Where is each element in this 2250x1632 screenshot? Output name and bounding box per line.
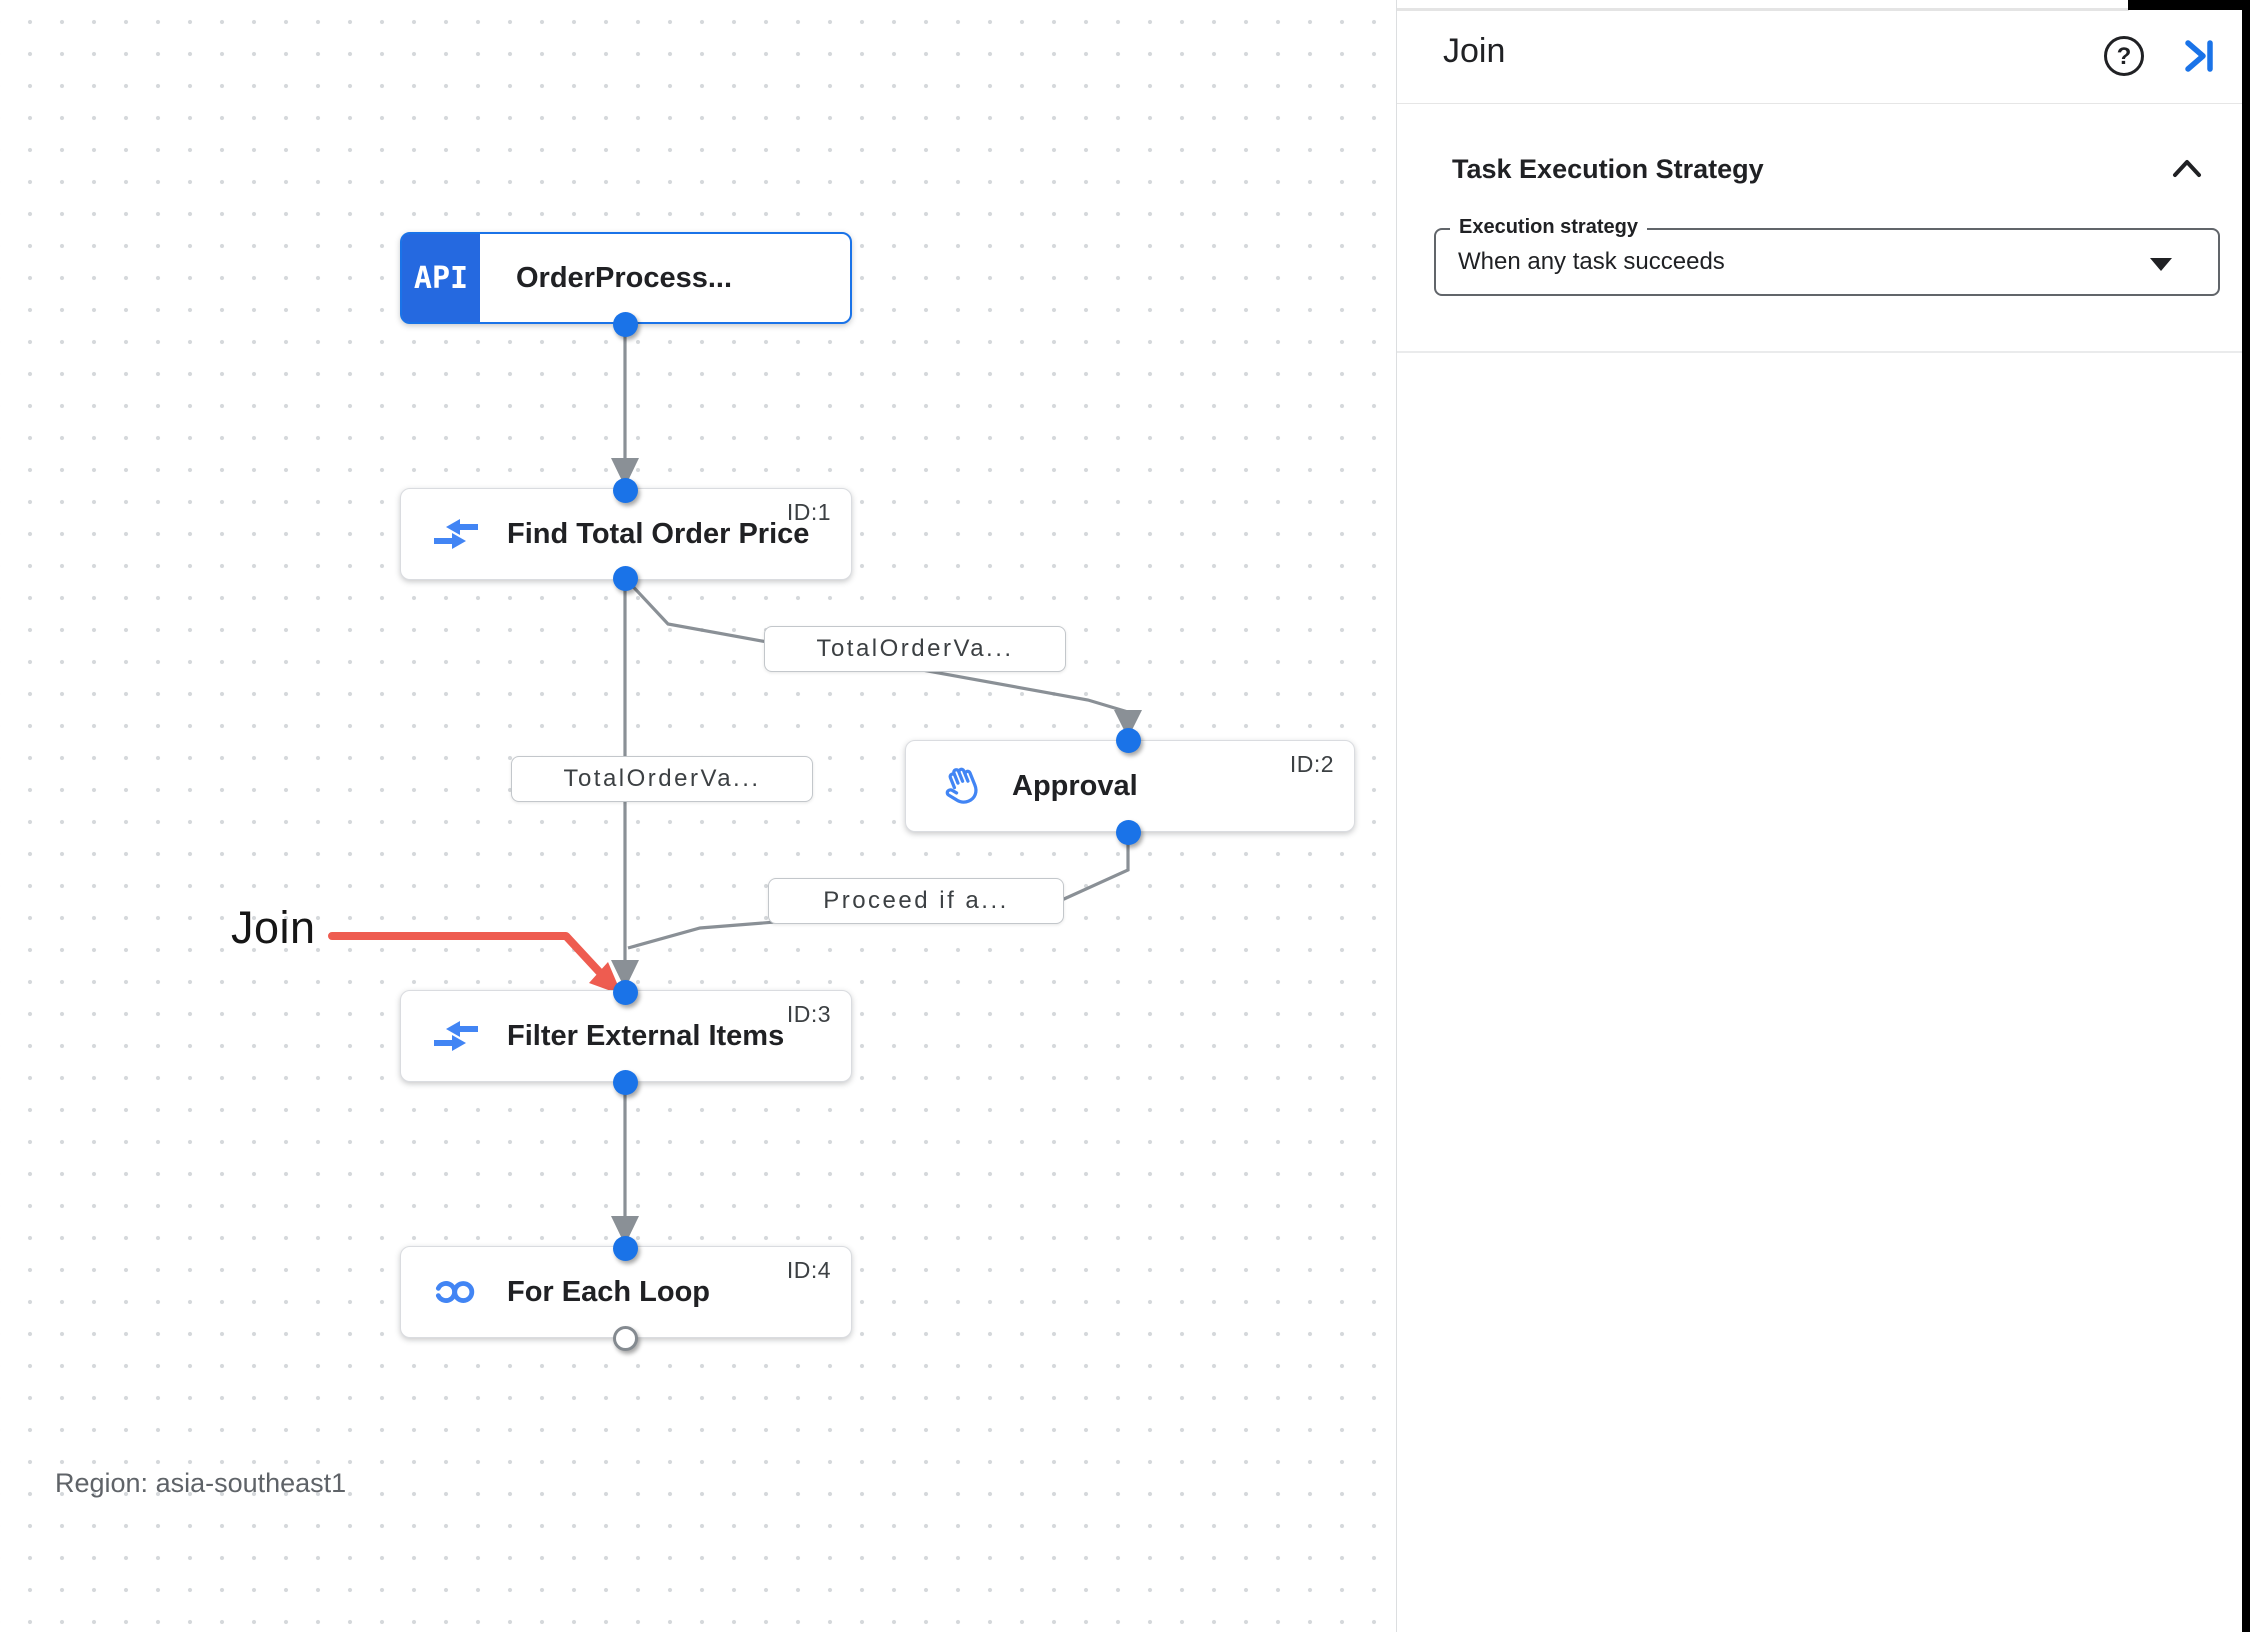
section-divider: [1397, 351, 2250, 353]
join-annotation-arrow: [328, 932, 622, 995]
task-config-panel: Join ? Task Execution Strategy: [1396, 0, 2250, 1632]
execution-strategy-select[interactable]: Execution strategy When any task succeed…: [1434, 216, 2220, 296]
data-mapping-icon: [431, 514, 481, 554]
window-edge-right: [2242, 0, 2250, 1632]
node-id-badge: ID:4: [786, 1257, 831, 1283]
port-trigger-out[interactable]: [613, 312, 638, 337]
join-annotation-label: Join: [231, 902, 316, 953]
node-title: Filter External Items: [507, 1019, 785, 1052]
execution-strategy-value: When any task succeeds: [1458, 248, 1725, 275]
node-id-badge: ID:2: [1289, 751, 1334, 777]
section-task-execution-strategy[interactable]: Task Execution Strategy: [1397, 134, 2250, 204]
region-label: Region: asia-southeast1: [55, 1468, 347, 1498]
port-foreach-out[interactable]: [613, 1326, 638, 1351]
workflow-canvas[interactable]: API OrderProcess... Find Total Order Pri…: [0, 0, 1396, 1632]
port-find-in[interactable]: [613, 478, 638, 503]
data-mapping-icon: [431, 1016, 481, 1056]
node-approval[interactable]: Approval ID:2: [905, 740, 1355, 832]
help-icon: ?: [2102, 34, 2146, 81]
node-title: For Each Loop: [507, 1275, 710, 1308]
panel-header: Join: [1397, 0, 2250, 104]
port-approval-out[interactable]: [1116, 820, 1141, 845]
port-foreach-in[interactable]: [613, 1236, 638, 1261]
window-edge-top: [2128, 0, 2250, 10]
execution-strategy-label: Execution strategy: [1450, 216, 1647, 239]
node-title: OrderProcess...: [516, 261, 732, 294]
node-order-process-trigger[interactable]: API OrderProcess...: [400, 232, 852, 324]
svg-text:?: ?: [2117, 43, 2132, 70]
panel-top-strip: [1397, 8, 2129, 11]
node-id-badge: ID:3: [786, 1001, 831, 1027]
edge-label-total-order-value-right[interactable]: TotalOrderVa...: [764, 626, 1066, 672]
port-filter-out[interactable]: [613, 1070, 638, 1095]
port-find-out[interactable]: [613, 566, 638, 591]
node-title: Find Total Order Price: [507, 517, 810, 550]
section-title: Task Execution Strategy: [1452, 153, 1764, 184]
panel-title: Join: [1443, 32, 1506, 70]
node-title: Approval: [1012, 769, 1138, 802]
chevron-up-icon: [2166, 148, 2208, 195]
node-id-badge: ID:1: [786, 499, 831, 525]
port-approval-in[interactable]: [1116, 728, 1141, 753]
port-filter-in[interactable]: [613, 980, 638, 1005]
collapse-panel-button[interactable]: [2175, 34, 2221, 80]
approval-hand-icon: [936, 762, 986, 810]
help-button[interactable]: ?: [2101, 34, 2147, 80]
for-each-loop-icon: [431, 1279, 481, 1305]
node-for-each-loop[interactable]: For Each Loop ID:4: [400, 1246, 852, 1338]
edge-label-total-order-value-left[interactable]: TotalOrderVa...: [511, 756, 813, 802]
api-icon: API: [402, 234, 480, 322]
edge-label-proceed-if-approved[interactable]: Proceed if a...: [768, 878, 1064, 924]
collapse-right-icon: [2176, 34, 2220, 81]
dropdown-arrow-icon: [2150, 258, 2172, 271]
